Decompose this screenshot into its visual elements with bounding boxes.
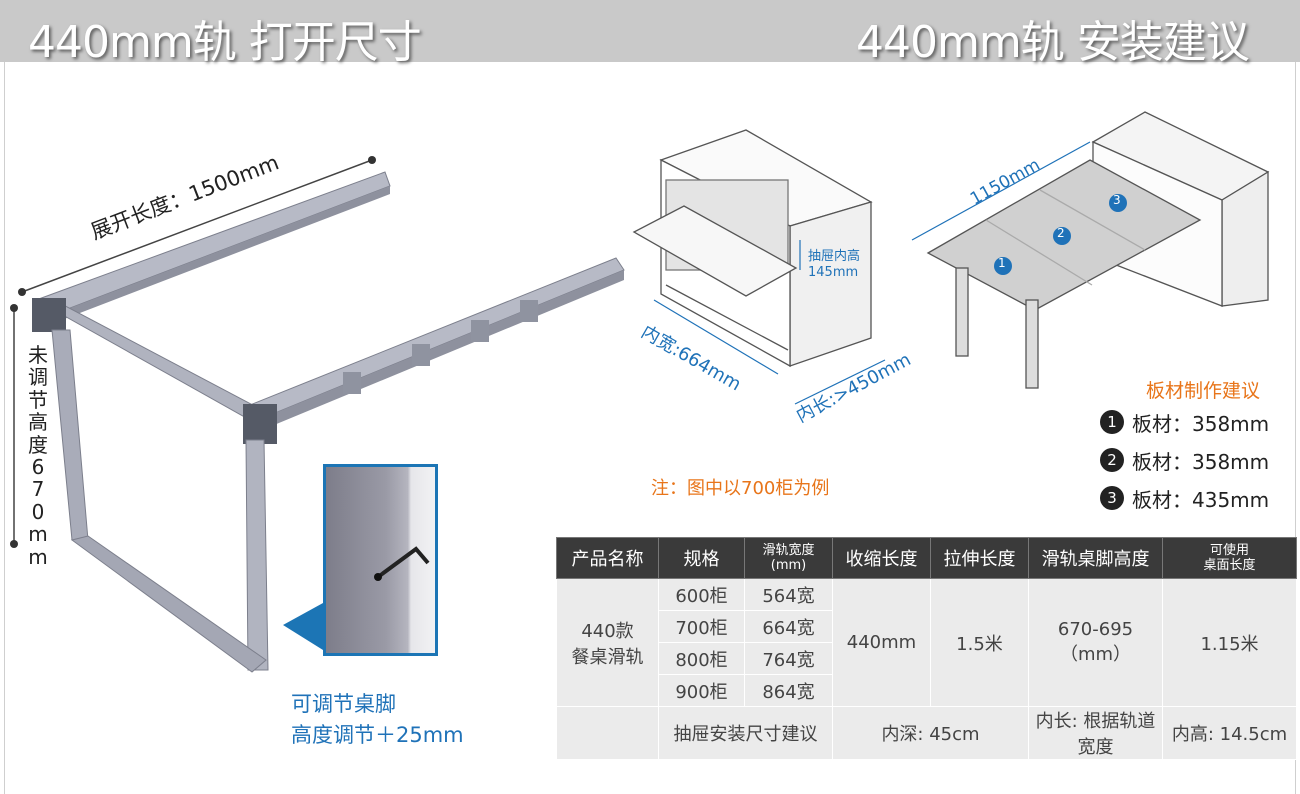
number-badge-icon: 1	[1100, 410, 1124, 434]
table-footer-row: 抽屉安装尺寸建议 内深: 45cm 内长: 根据轨道宽度 内高: 14.5cm	[556, 706, 1297, 760]
marker-1: 1	[998, 256, 1006, 270]
number-badge-icon: 2	[1100, 448, 1124, 472]
board-item: 2 板材：358mm	[1100, 441, 1269, 479]
cabinet-illustration	[632, 129, 886, 405]
vertical-char: m	[28, 544, 48, 569]
board-item: 1 板材：358mm	[1100, 403, 1269, 441]
content-frame	[4, 62, 1296, 794]
table-header-row: 产品名称 规格 滑轨宽度(mm) 收缩长度 拉伸长度 滑轨桌脚高度 可使用桌面长…	[556, 537, 1297, 579]
note-text: 注：图中以700柜为例	[651, 478, 830, 499]
drawer-height-value: 145mm	[808, 265, 859, 280]
vertical-char: 7	[31, 477, 45, 502]
board-item: 3 板材：435mm	[1100, 479, 1269, 517]
spec-table: 产品名称 规格 滑轨宽度(mm) 收缩长度 拉伸长度 滑轨桌脚高度 可使用桌面长…	[556, 537, 1297, 760]
table-row: 800柜 764宽	[557, 642, 1297, 675]
vertical-char: 6	[31, 455, 45, 480]
number-badge-icon: 3	[1100, 486, 1124, 510]
vertical-char: 高	[28, 410, 48, 435]
header-bar: 440mm轨 打开尺寸 440mm轨 安装建议	[0, 0, 1300, 68]
table-row: 440款餐桌滑轨 600柜 564宽 440mm 1.5米 670-695（mm…	[556, 578, 1297, 707]
right-title: 440mm轨 安装建议	[856, 17, 1250, 68]
hex-key-icon	[374, 546, 430, 581]
adjustable-leg-title: 可调节桌脚	[291, 692, 396, 716]
vertical-char: 度	[28, 432, 48, 457]
vertical-char: 调	[28, 365, 48, 390]
vertical-char: 未	[28, 343, 48, 367]
table-row: 700柜 664宽	[557, 610, 1297, 643]
marker-3: 3	[1113, 193, 1121, 207]
table-row: 900柜 864宽	[557, 674, 1297, 707]
drawer-height-label: 抽屉内高	[808, 249, 861, 264]
vertical-char: m	[28, 522, 48, 547]
board-advice-title: 板材制作建议	[1146, 380, 1261, 402]
marker-2: 2	[1057, 226, 1065, 240]
vertical-char: 节	[28, 387, 48, 412]
rail-frame-illustration	[10, 156, 625, 673]
board-advice-list: 1 板材：358mm 2 板材：358mm 3 板材：435mm	[1100, 403, 1269, 517]
extended-table-illustration	[911, 111, 1270, 389]
left-title: 440mm轨 打开尺寸	[28, 17, 422, 68]
vertical-char: 0	[31, 499, 45, 524]
adjustable-leg-closeup	[323, 464, 438, 656]
adjustable-leg-range: 高度调节＋25mm	[291, 723, 464, 747]
